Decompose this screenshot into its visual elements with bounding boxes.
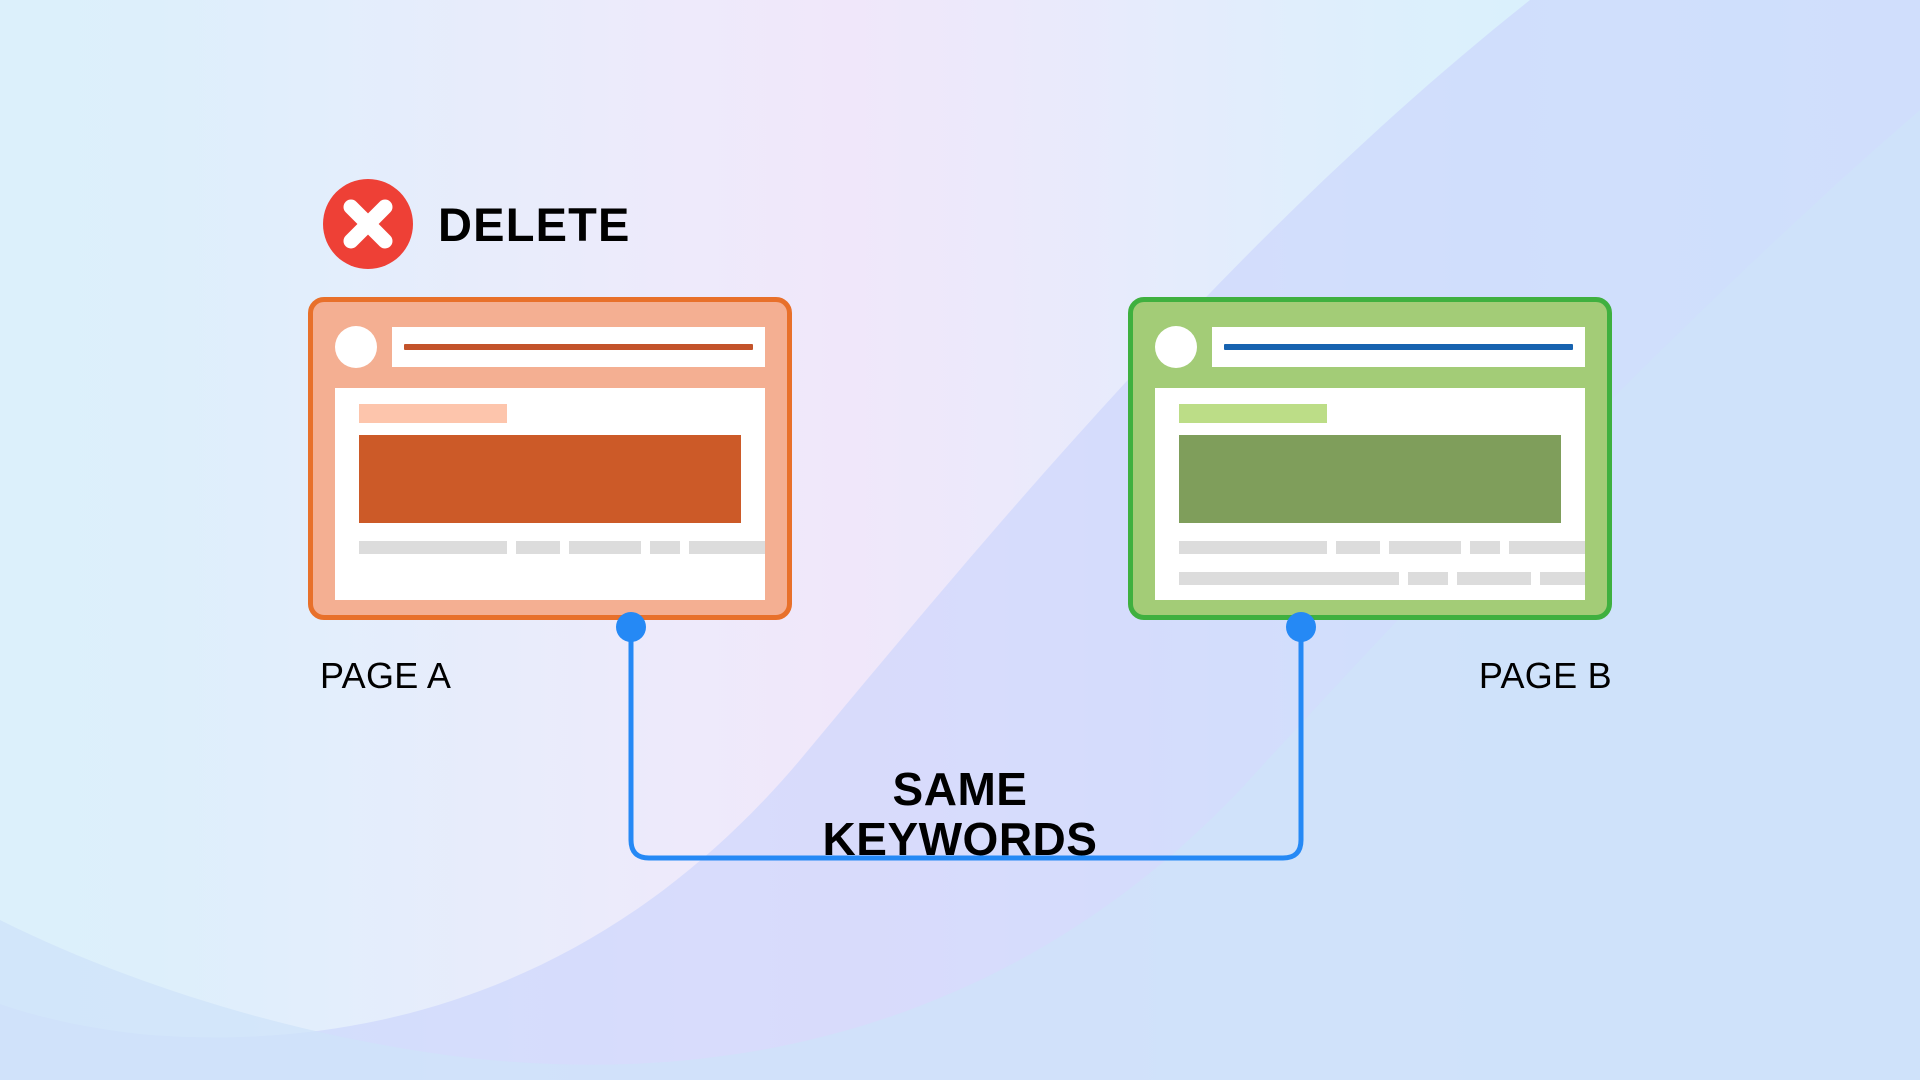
text-placeholder-segment	[569, 541, 641, 554]
card-a-content	[335, 388, 765, 600]
text-placeholder-segment	[1179, 541, 1327, 554]
card-b-avatar-dot	[1155, 326, 1197, 368]
card-b-content	[1155, 388, 1585, 600]
card-a-text-row	[359, 541, 765, 554]
text-placeholder-segment	[1540, 572, 1585, 585]
card-b-url-line	[1224, 344, 1573, 350]
browser-card-page-b[interactable]	[1128, 297, 1612, 620]
text-placeholder-segment	[1179, 572, 1399, 585]
text-placeholder-segment	[516, 541, 560, 554]
delete-badge: DELETE	[320, 176, 631, 272]
text-placeholder-segment	[1389, 541, 1461, 554]
text-placeholder-segment	[1509, 541, 1585, 554]
text-placeholder-segment	[1470, 541, 1500, 554]
card-b-chip	[1179, 404, 1327, 423]
page-a-label: PAGE A	[320, 655, 452, 696]
connector-path	[628, 624, 1304, 861]
card-a-url-bar[interactable]	[392, 327, 765, 367]
card-b-hero-block	[1179, 435, 1561, 523]
text-placeholder-segment	[1408, 572, 1448, 585]
text-placeholder-segment	[359, 541, 507, 554]
text-placeholder-segment	[1336, 541, 1380, 554]
delete-label: DELETE	[438, 197, 631, 251]
card-b-text-row	[1179, 541, 1585, 554]
text-placeholder-segment	[650, 541, 680, 554]
card-a-chip	[359, 404, 507, 423]
caption-line-2: KEYWORDS	[822, 812, 1098, 865]
same-keywords-caption: SAME KEYWORDS	[660, 763, 1260, 865]
card-a-hero-block	[359, 435, 741, 523]
card-b-text-row	[1179, 572, 1585, 585]
card-a-avatar-dot	[335, 326, 377, 368]
connector-node-page-a	[616, 612, 646, 642]
browser-card-page-a[interactable]	[308, 297, 792, 620]
caption-line-1: SAME	[892, 763, 1028, 815]
swoosh-band-lower	[0, 110, 1920, 1080]
circle-x-icon	[323, 179, 413, 269]
text-placeholder-segment	[1457, 572, 1531, 585]
card-b-url-bar[interactable]	[1212, 327, 1585, 367]
page-b-label: PAGE B	[1478, 655, 1612, 696]
card-a-topbar	[335, 324, 765, 370]
text-placeholder-segment	[689, 541, 765, 554]
connector-node-page-b	[1286, 612, 1316, 642]
card-b-topbar	[1155, 324, 1585, 370]
card-a-url-line	[404, 344, 753, 350]
